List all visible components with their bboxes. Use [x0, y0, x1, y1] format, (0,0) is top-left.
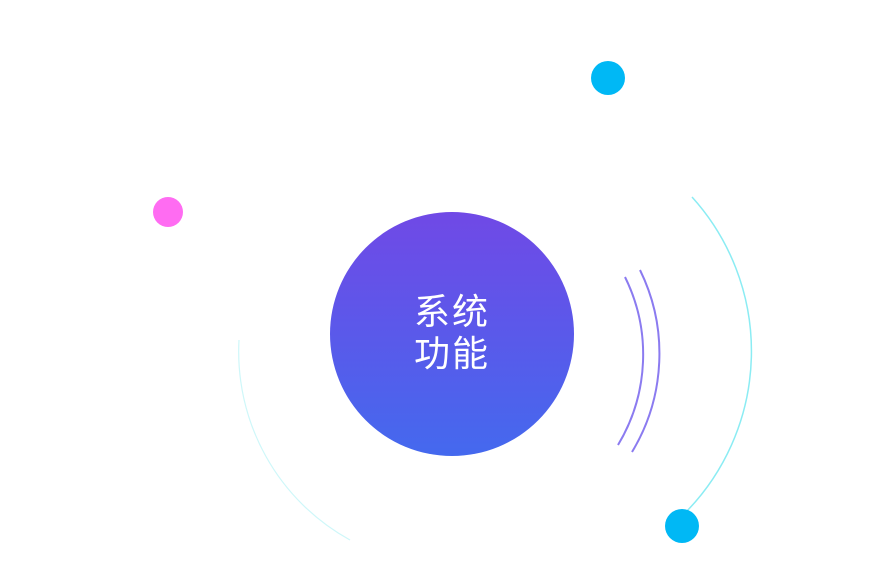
inner-orbit-arc-2	[631, 269, 661, 453]
orbit-dot-cyan-bottom	[665, 509, 699, 543]
outer-orbit-arc-right	[683, 196, 753, 515]
orbit-dot-cyan-top	[591, 61, 625, 95]
orbit-dot-pink-left	[153, 197, 183, 227]
inner-orbit-arc-1	[617, 276, 645, 446]
outer-orbit-arc-left	[238, 339, 351, 541]
center-circle	[330, 212, 574, 456]
